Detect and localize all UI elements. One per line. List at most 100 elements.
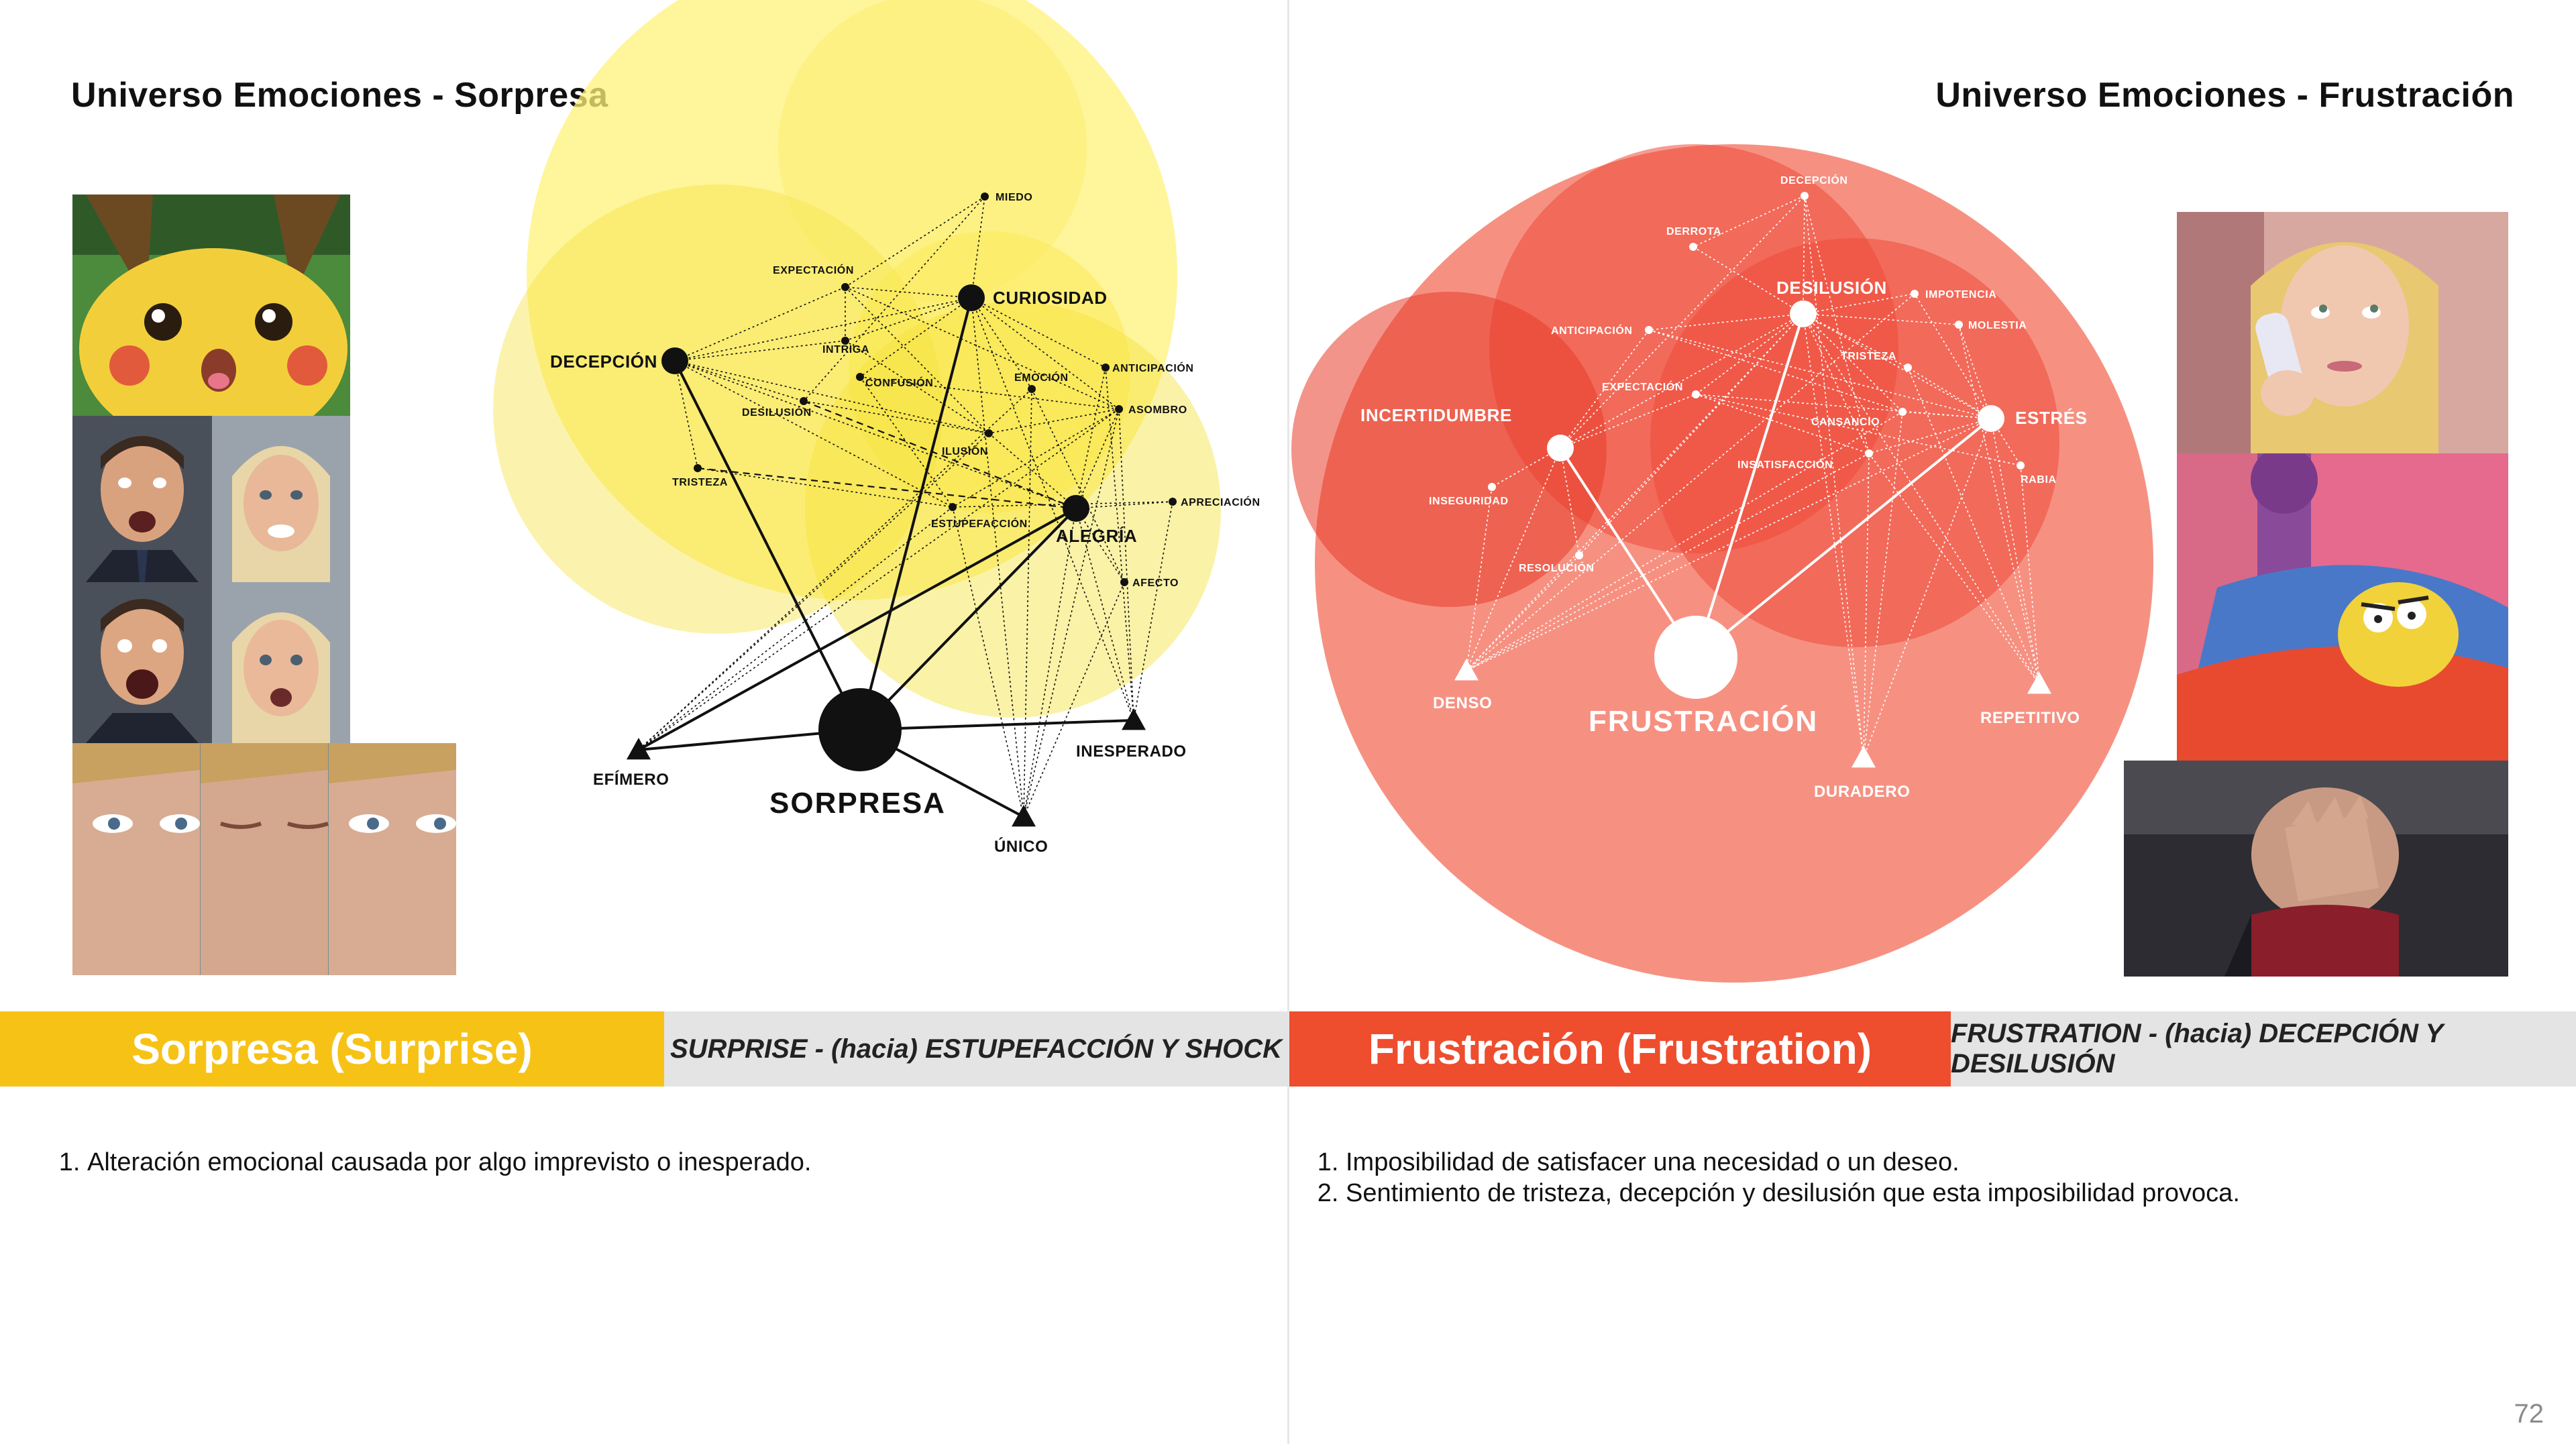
edge-confusion-estupefaccion — [859, 376, 953, 508]
node-resolucion-marker — [1575, 551, 1583, 559]
node-denso: DENSO — [1433, 659, 1492, 712]
node-incertidumbre-marker — [1547, 435, 1574, 461]
node-resolucion: RESOLUCIÓN — [1519, 551, 1594, 574]
edge-incertidumbre-expectacion — [1560, 394, 1697, 449]
node-repetitivo-marker — [2027, 672, 2051, 694]
node-expectacion-marker — [841, 283, 849, 291]
edge-afecto-unico — [1023, 581, 1125, 818]
edge-decepcion-estupefaccion — [674, 360, 953, 508]
node-cansancio: CANSANCIO — [1811, 408, 1907, 428]
edge-desilusion-incertidumbre — [1560, 313, 1804, 449]
node-expectacion-label: EXPECTACIÓN — [1602, 380, 1683, 393]
definition-item: Imposibilidad de satisfacer una necesida… — [1346, 1147, 2576, 1178]
node-apreciacion-label: APRECIACIÓN — [1181, 496, 1260, 508]
sorpresa-definitions: Alteración emocional causada por algo im… — [43, 1147, 1295, 1178]
edge-intriga-ilusion — [845, 340, 989, 434]
bubble-curiosidad — [849, 231, 1130, 513]
edge-asombro-unico — [1023, 408, 1120, 818]
surprised-woman-image-1 — [212, 416, 350, 582]
edge-estres-duradero — [1863, 418, 1992, 759]
page-divider — [1287, 0, 1289, 1444]
surprised-woman-image-2 — [212, 582, 350, 743]
node-duradero: DURADERO — [1814, 746, 1910, 801]
node-ilusion-marker — [985, 429, 993, 437]
node-inseguridad-marker — [1488, 483, 1496, 491]
node-tristeza-label: TRISTEZA — [672, 477, 728, 488]
node-desilusion: DESILUSIÓN — [742, 397, 811, 419]
node-tristeza: TRISTEZA — [672, 464, 728, 488]
edge-asombro-ilusion — [988, 408, 1120, 434]
page-title-sorpresa: Universo Emociones - Sorpresa — [71, 76, 608, 115]
node-confusion: CONFUSIÓN — [856, 373, 933, 389]
edge-sorpresa-alegria — [859, 507, 1077, 731]
node-afecto-label: AFECTO — [1132, 577, 1179, 589]
node-miedo-marker — [981, 192, 989, 201]
edge-desilusion-ilusion — [803, 400, 989, 434]
node-estres: ESTRÉS — [1978, 405, 2087, 432]
node-expectacion-label: EXPECTACIÓN — [773, 264, 854, 276]
edge-anticipacion-cansancio — [1648, 329, 1903, 412]
eye-roll-girl-image — [2177, 212, 2508, 453]
edge-apreciacion-alegria — [1075, 501, 1173, 509]
node-intriga-label: INTRIGA — [822, 344, 869, 355]
node-decepcion-marker — [661, 347, 688, 374]
node-ilusion-label: ILUSIÓN — [942, 445, 988, 457]
frustracion-banner-title: Frustración (Frustration) — [1289, 1011, 1951, 1087]
node-decepcion: DECEPCIÓN — [1780, 174, 1847, 200]
node-expectacion-marker — [1692, 390, 1700, 398]
node-rabia-marker — [2017, 461, 2025, 469]
edge-insatisfaccion-repetitivo — [1868, 453, 2040, 685]
node-inseguridad: INSEGURIDAD — [1429, 483, 1508, 507]
node-insatisfaccion-label: INSATISFACCIÓN — [1737, 458, 1833, 471]
node-estupefaccion-marker — [949, 503, 957, 511]
edge-anticipacion-alegria — [1075, 367, 1106, 509]
node-confusion-marker — [856, 373, 864, 381]
node-emocion: EMOCIÓN — [1014, 371, 1068, 393]
angry-homer-image — [2177, 453, 2508, 761]
node-ilusion: ILUSIÓN — [942, 429, 993, 457]
node-frustracion: FRUSTRACIÓN — [1589, 616, 1818, 738]
edge-insatisfaccion-duradero — [1863, 453, 1870, 759]
edge-desilusion-expectacion — [1695, 313, 1804, 395]
edge-estupefaccion-unico — [952, 506, 1024, 818]
node-duradero-marker — [1851, 746, 1876, 768]
edge-molestia-repetitivo — [1958, 324, 2040, 685]
edge-decepcion-insatisfaccion — [1804, 195, 1870, 454]
edge-expectacion-ilusion — [845, 286, 989, 434]
node-unico-marker — [1012, 805, 1036, 827]
node-intriga-marker — [841, 337, 849, 345]
node-duradero-label: DURADERO — [1814, 783, 1910, 801]
blinking-guy-image — [72, 743, 456, 975]
frustracion-definitions: Imposibilidad de satisfacer una necesida… — [1301, 1147, 2576, 1209]
node-anticipacion: ANTICIPACIÓN — [1551, 324, 1653, 337]
node-derrota: DERROTA — [1666, 226, 1721, 251]
node-molestia-label: MOLESTIA — [1968, 320, 2027, 331]
node-curiosidad: CURIOSIDAD — [958, 284, 1108, 311]
edge-desilusion-decepcion — [1803, 195, 1805, 315]
edge-decepcion-duradero — [1804, 195, 1864, 759]
edge-cansancio-duradero — [1863, 411, 1903, 759]
edge-curiosidad-miedo — [971, 196, 985, 298]
node-derrota-marker — [1689, 243, 1697, 251]
node-sorpresa-marker — [818, 688, 902, 771]
edge-curiosidad-confusion — [859, 297, 972, 378]
node-frustracion-label: FRUSTRACIÓN — [1589, 704, 1818, 738]
edge-curiosidad-inesperado — [971, 297, 1134, 721]
node-decepcion-label: DECEPCIÓN — [550, 351, 657, 372]
edge-asombro-estupefaccion — [952, 408, 1120, 508]
edge-tristeza-repetitivo — [1907, 367, 2040, 685]
edge-desilusion-alegria — [803, 400, 1077, 510]
node-unico: ÚNICO — [994, 805, 1048, 856]
node-intriga: INTRIGA — [822, 337, 869, 355]
edge-tristeza-estupefaccion — [697, 467, 953, 508]
node-alegria-marker — [1063, 495, 1089, 522]
node-asombro-label: ASOMBRO — [1128, 404, 1187, 416]
node-repetitivo: REPETITIVO — [1980, 672, 2080, 727]
node-estupefaccion-label: ESTUPEFACCIÓN — [931, 517, 1028, 530]
node-desilusion-marker — [1790, 300, 1817, 327]
edge-estres-denso — [1466, 418, 1992, 671]
edge-emocion-unico — [1023, 388, 1032, 818]
node-efimero: EFÍMERO — [593, 738, 669, 789]
node-curiosidad-label: CURIOSIDAD — [993, 288, 1108, 308]
